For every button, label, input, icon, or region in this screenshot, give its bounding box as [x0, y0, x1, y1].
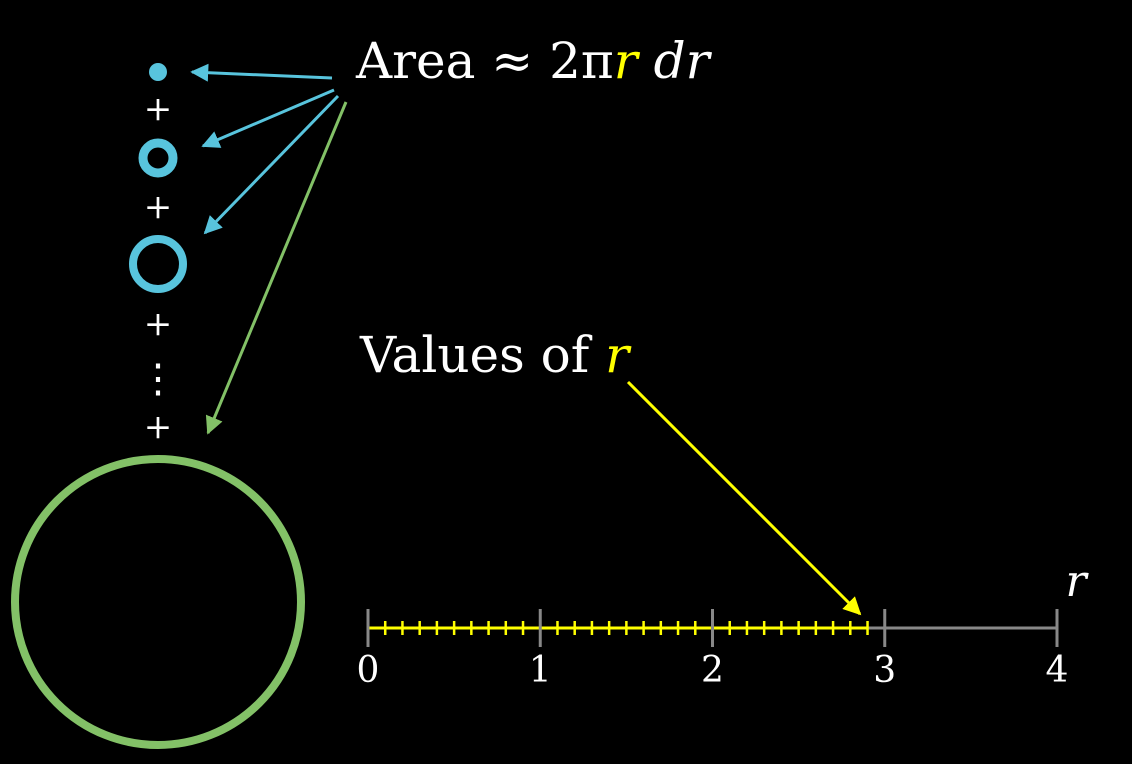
area-formula-label: Area ≈ 2πr dr — [355, 32, 713, 90]
small-ring — [138, 138, 178, 178]
plus-sign-3: + — [144, 304, 173, 344]
plus-sign-2: + — [144, 187, 173, 227]
area-formula-suffix: dr — [638, 32, 713, 90]
values-of-prefix: Values of — [359, 326, 605, 384]
ellipsis: ⋮ — [138, 356, 178, 402]
large-green-ring — [11, 455, 305, 749]
arrow-to-dot — [190, 63, 333, 82]
area-formula-r: r — [614, 32, 641, 90]
number-line: 0 1 2 3 4 — [357, 609, 1069, 691]
values-of-r-label: Values of r — [359, 326, 632, 384]
arrow-to-medium-ring — [203, 94, 340, 235]
values-of-r-var: r — [605, 326, 632, 384]
arrow-to-large-ring — [205, 101, 348, 435]
arrow-to-small-ring — [201, 88, 335, 148]
arrow-to-axis — [626, 380, 862, 616]
axis-tick-label: 2 — [701, 650, 724, 691]
dot-ring — [149, 63, 167, 81]
plus-sign-1: + — [144, 89, 173, 129]
area-formula-prefix: Area ≈ 2π — [355, 32, 614, 90]
axis-tick-label: 3 — [873, 650, 896, 691]
axis-tick-label: 0 — [357, 650, 380, 691]
axis-name-r: r — [1065, 556, 1089, 607]
axis-tick-label: 1 — [529, 650, 552, 691]
medium-ring — [129, 235, 187, 293]
axis-tick-label: 4 — [1046, 650, 1069, 691]
plus-sign-4: + — [144, 407, 173, 447]
